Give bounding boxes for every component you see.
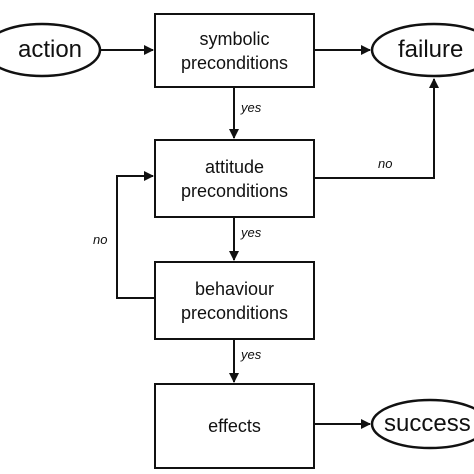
success-oval [370, 398, 474, 450]
attitude-yes-label: yes [241, 225, 262, 240]
success-label: success [384, 410, 471, 437]
symbolic-preconditions-box [154, 13, 315, 88]
behaviour-preconditions-box [154, 261, 315, 340]
failure-oval [370, 22, 474, 78]
attitude-no-label: no [378, 156, 393, 171]
symbolic-yes-label: yes [241, 100, 262, 115]
behaviour-no-label: no [93, 232, 108, 247]
behaviour-preconditions-label: behaviour preconditions [180, 278, 289, 323]
symbolic-preconditions-label: symbolic preconditions [180, 28, 289, 73]
behaviour-yes-label: yes [241, 347, 262, 362]
attitude-preconditions-label: attitude preconditions [180, 156, 289, 201]
arrow-behaviour-no-to-attitude [116, 171, 155, 299]
effects-label: effects [208, 416, 261, 436]
failure-label: failure [398, 36, 464, 63]
action-label: action [17, 36, 83, 63]
arrow-attitude-no-to-failure [314, 78, 439, 179]
effects-box [154, 383, 315, 469]
